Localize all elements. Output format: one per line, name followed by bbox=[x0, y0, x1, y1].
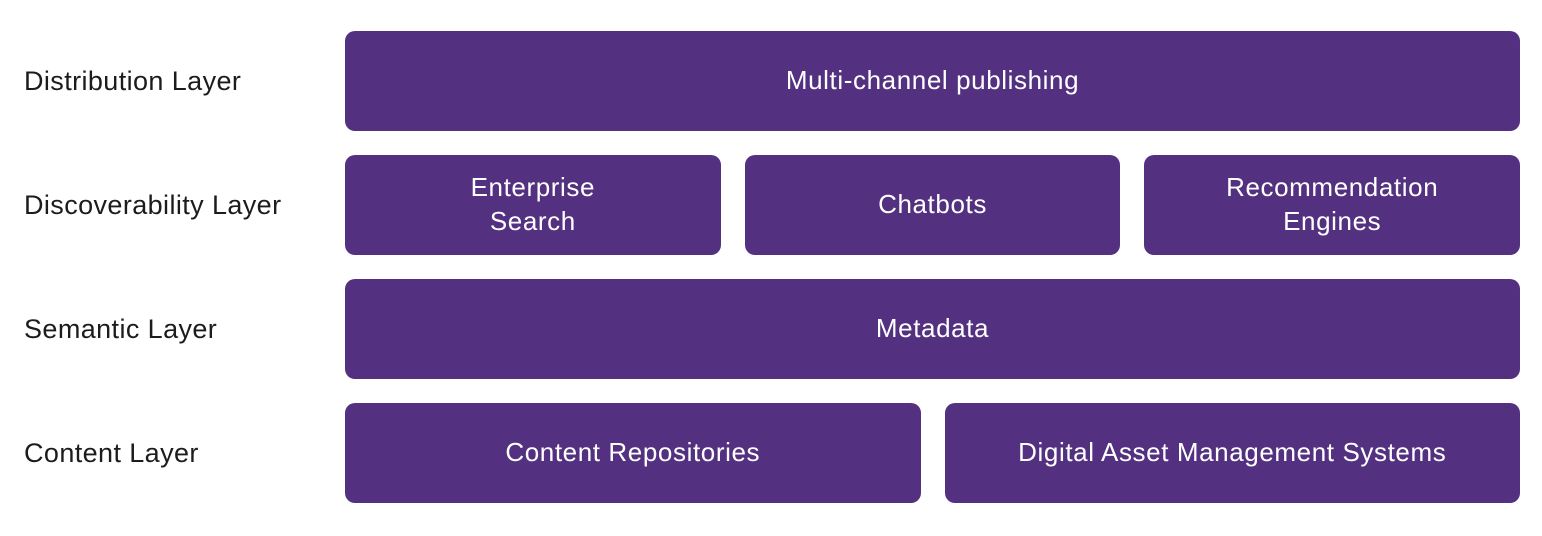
box-recommendation-engines: Recommendation Engines bbox=[1144, 155, 1521, 255]
layer-label-distribution: Distribution Layer bbox=[24, 65, 242, 96]
layer-label-content: Content Layer bbox=[24, 437, 199, 468]
box-metadata: Metadata bbox=[345, 279, 1520, 379]
box-enterprise-search: Enterprise Search bbox=[345, 155, 721, 255]
box-digital-asset-management-systems: Digital Asset Management Systems bbox=[944, 403, 1520, 503]
layer-boxes-distribution: Multi-channel publishing bbox=[345, 31, 1520, 131]
layer-row-content: Content Layer Content Repositories Digit… bbox=[0, 403, 1542, 503]
layer-label-semantic: Semantic Layer bbox=[24, 313, 218, 344]
box-content-repositories: Content Repositories bbox=[345, 403, 921, 503]
layer-row-semantic: Semantic Layer Metadata bbox=[0, 279, 1542, 379]
layer-boxes-discoverability: Enterprise Search Chatbots Recommendatio… bbox=[345, 155, 1521, 255]
box-chatbots: Chatbots bbox=[744, 155, 1121, 255]
layer-row-discoverability: Discoverability Layer Enterprise Search … bbox=[0, 155, 1542, 255]
layer-label-discoverability: Discoverability Layer bbox=[24, 189, 282, 220]
layer-boxes-semantic: Metadata bbox=[345, 279, 1520, 379]
box-multi-channel-publishing: Multi-channel publishing bbox=[345, 31, 1520, 131]
layer-row-distribution: Distribution Layer Multi-channel publish… bbox=[0, 31, 1542, 131]
layer-boxes-content: Content Repositories Digital Asset Manag… bbox=[345, 403, 1520, 503]
